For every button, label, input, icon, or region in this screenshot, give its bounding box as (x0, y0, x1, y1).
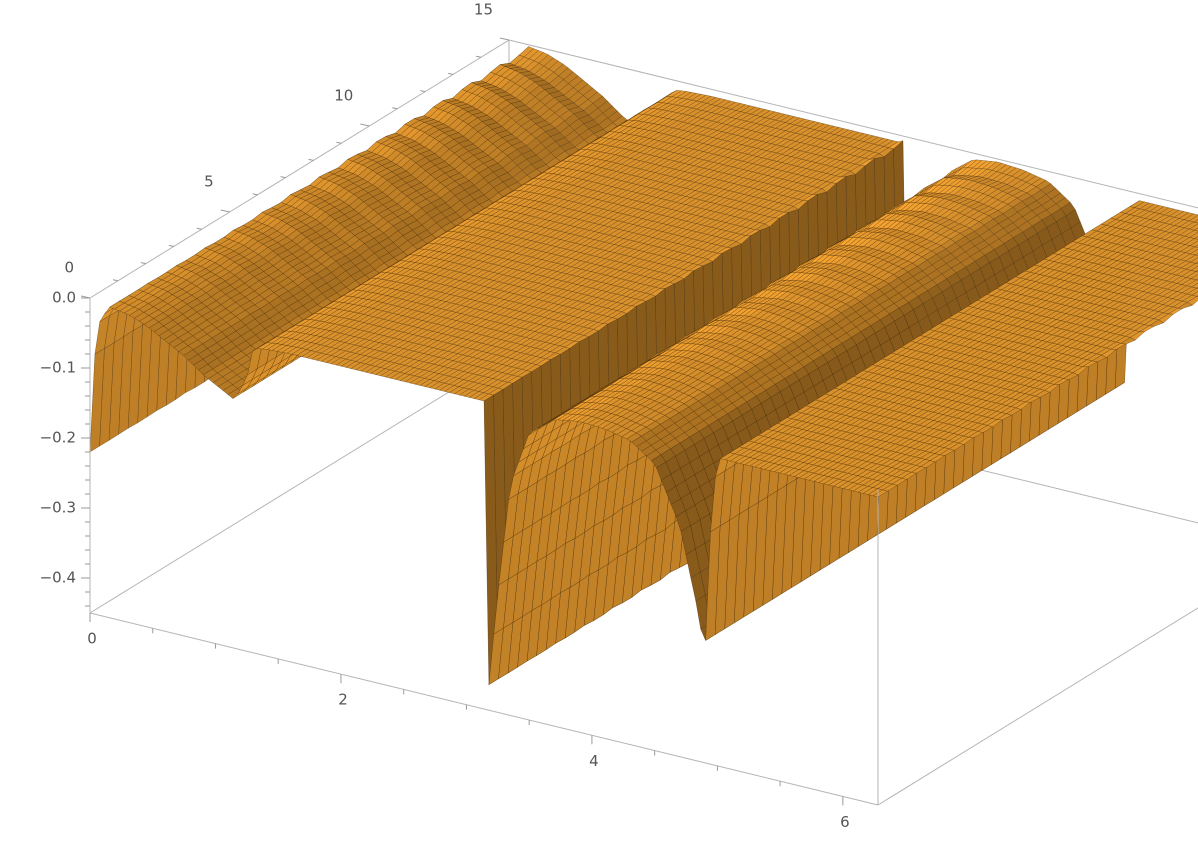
box-edge-bottom-left (89, 354, 510, 614)
box-edge-top-left (89, 39, 510, 299)
surface (89, 46, 1198, 686)
box-edge-bottom-right (877, 607, 1198, 806)
box-edge-top-back (508, 39, 1198, 209)
